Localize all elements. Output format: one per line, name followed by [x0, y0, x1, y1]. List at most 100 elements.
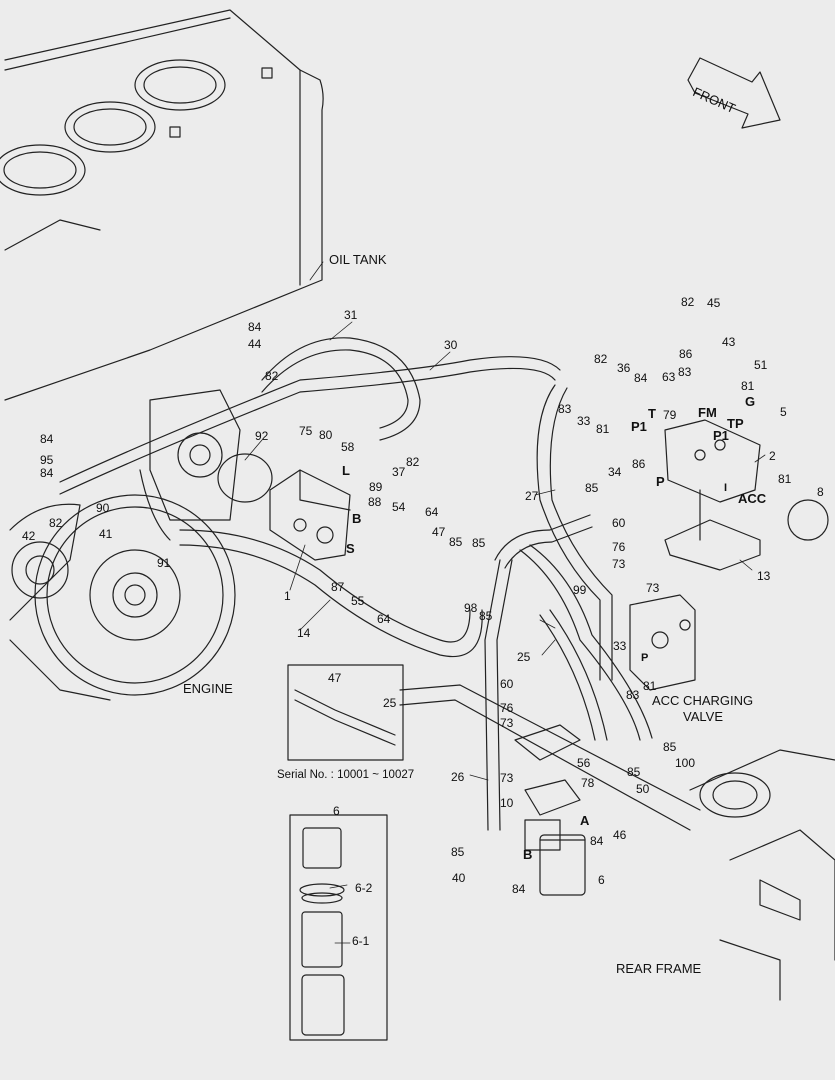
filter-exploded-box	[289, 814, 388, 1041]
part-33-b: 33	[613, 639, 627, 653]
part-51: 51	[754, 358, 768, 372]
frame-rail	[399, 684, 701, 811]
part-82-c: 82	[49, 516, 63, 530]
part-80: 80	[319, 428, 333, 442]
part-55: 55	[351, 594, 365, 608]
label-valve: VALVE	[683, 709, 723, 724]
label-engine: ENGINE	[183, 681, 233, 696]
port-l: L	[342, 463, 350, 478]
port-s: S	[346, 541, 355, 556]
part-84-b: 84	[40, 432, 54, 446]
part-92: 92	[255, 429, 269, 443]
hose-26	[484, 559, 513, 831]
label-serial-no: Serial No. : 10001 ~ 10027	[277, 769, 415, 781]
part-86-b: 86	[679, 347, 693, 361]
bracket-plate	[514, 724, 581, 761]
acc-charging-valve	[629, 594, 696, 691]
label-oil-tank: OIL TANK	[329, 252, 387, 267]
part-60-b: 60	[500, 677, 514, 691]
part-85-d: 85	[585, 481, 599, 495]
oil-tank	[0, 9, 324, 401]
port-b: B	[352, 511, 362, 526]
part-2: 2	[769, 449, 776, 463]
port-g: G	[745, 394, 756, 409]
part-37: 37	[392, 465, 406, 479]
part-6: 6	[598, 873, 605, 887]
part-85-a: 85	[449, 535, 463, 549]
part-27: 27	[525, 489, 539, 503]
part-33-a: 33	[577, 414, 591, 428]
part-8: 8	[817, 485, 824, 499]
part-45: 45	[707, 296, 721, 310]
part-85-b: 85	[472, 536, 486, 550]
part-82-b: 82	[406, 455, 420, 469]
part-100: 100	[675, 756, 696, 770]
part-81-a: 81	[596, 422, 610, 436]
part-25: 25	[517, 650, 531, 664]
port-p2: P	[641, 652, 649, 664]
engine	[9, 389, 273, 701]
part-88: 88	[368, 495, 382, 509]
rear-frame	[689, 749, 835, 1001]
part-41: 41	[99, 527, 113, 541]
part-84-a: 84	[248, 320, 262, 334]
serial-number-box	[287, 664, 404, 761]
part-14: 14	[297, 626, 311, 640]
part-82-e: 82	[681, 295, 695, 309]
part-36: 36	[617, 361, 631, 375]
part-98: 98	[464, 601, 478, 615]
part-10: 10	[500, 796, 514, 810]
part-84-f: 84	[512, 882, 526, 896]
part-84-c: 84	[40, 466, 54, 480]
port-acc: ACC	[738, 491, 767, 506]
part-83-a: 83	[558, 402, 572, 416]
port-b2: B	[523, 847, 533, 862]
part-34: 34	[608, 465, 622, 479]
part-73-b: 73	[646, 581, 660, 595]
filter-6	[524, 819, 586, 896]
port-p: P	[656, 474, 665, 489]
part-84-e: 84	[590, 834, 604, 848]
part-85-g: 85	[451, 845, 465, 859]
part-87: 87	[331, 580, 345, 594]
part-81-c: 81	[778, 472, 792, 486]
part-64-a: 64	[425, 505, 439, 519]
part-99: 99	[573, 583, 587, 597]
port-i: I	[724, 482, 728, 494]
part-30: 30	[444, 338, 458, 352]
part-44: 44	[248, 337, 262, 351]
part-81-b: 81	[741, 379, 755, 393]
part-60-a: 60	[612, 516, 626, 530]
part-78: 78	[581, 776, 595, 790]
port-tp: TP	[727, 416, 744, 431]
port-t: T	[648, 406, 656, 421]
part-83-b: 83	[678, 365, 692, 379]
part-82-d: 82	[594, 352, 608, 366]
part-6-box: 6	[333, 804, 340, 818]
part-79: 79	[663, 408, 677, 422]
leader-lines	[244, 261, 766, 944]
part-85-e: 85	[663, 740, 677, 754]
part-6-2: 6-2	[355, 881, 373, 895]
valve-block-2	[664, 419, 761, 503]
part-6-1: 6-1	[352, 934, 370, 948]
part-47-serial: 47	[328, 671, 342, 685]
hose-99	[519, 544, 653, 741]
part-95: 95	[40, 453, 54, 467]
label-rear-frame: REAR FRAME	[616, 961, 702, 976]
part-86-a: 86	[632, 457, 646, 471]
part-75: 75	[299, 424, 313, 438]
front-arrow	[687, 57, 781, 129]
bracket-10	[524, 779, 581, 816]
part-90: 90	[96, 501, 110, 515]
part-81-d: 81	[643, 679, 657, 693]
part-42: 42	[22, 529, 36, 543]
port-a2: A	[580, 813, 590, 828]
part-85-f: 85	[627, 765, 641, 779]
part-31: 31	[344, 308, 358, 322]
hose-27	[536, 384, 613, 681]
port-p1b: P1	[713, 428, 729, 443]
part-43: 43	[722, 335, 736, 349]
part-56: 56	[577, 756, 591, 770]
